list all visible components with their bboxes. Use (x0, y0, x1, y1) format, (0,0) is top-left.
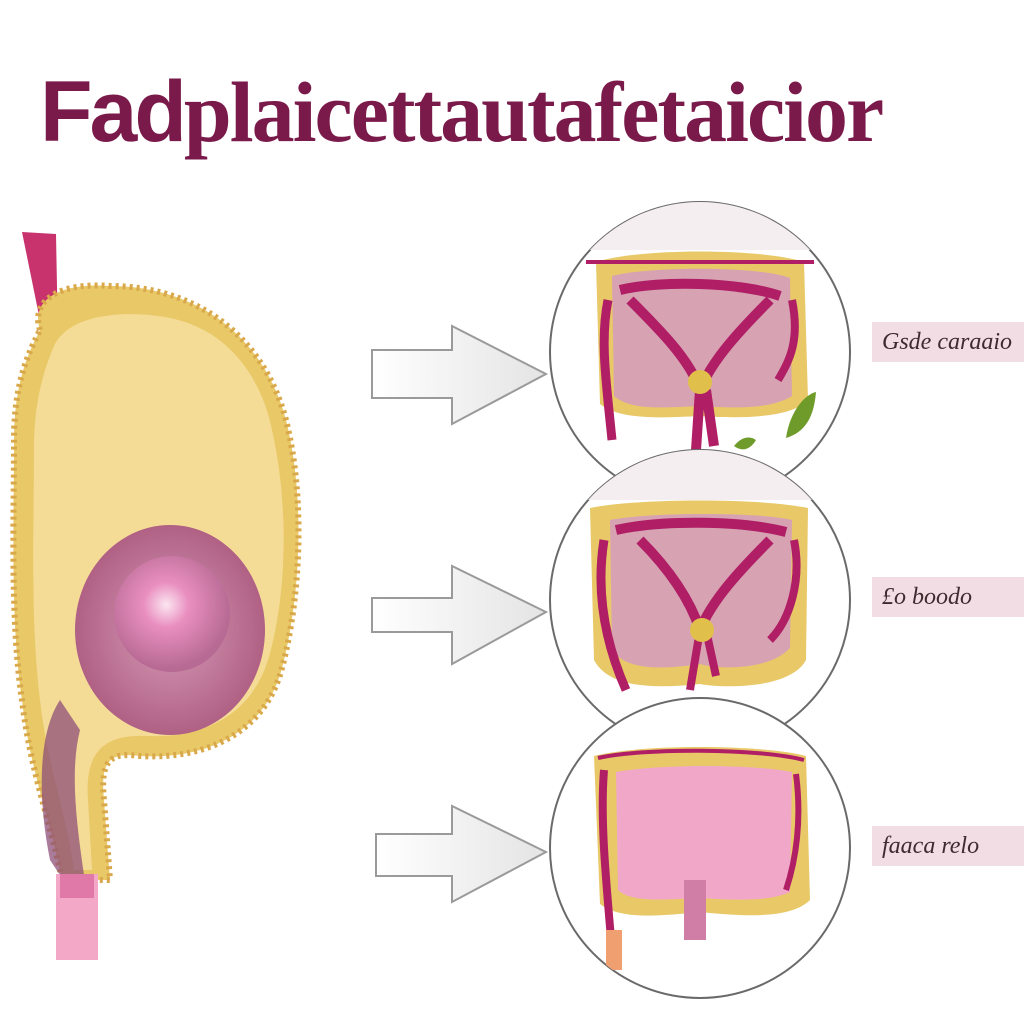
arrow-right-icon (372, 326, 546, 424)
stage-1-label: Gsde caraaio (872, 322, 1024, 362)
stage-3-cross-section (550, 698, 850, 998)
arrow-right-icon (372, 566, 546, 664)
stomach-illustration (13, 232, 298, 960)
stage-2-label: £o boodo (872, 577, 1024, 617)
arrow-right-icon (376, 806, 546, 902)
ulcer-core (114, 556, 230, 672)
stage-3-label: faaca relo (872, 826, 1024, 866)
